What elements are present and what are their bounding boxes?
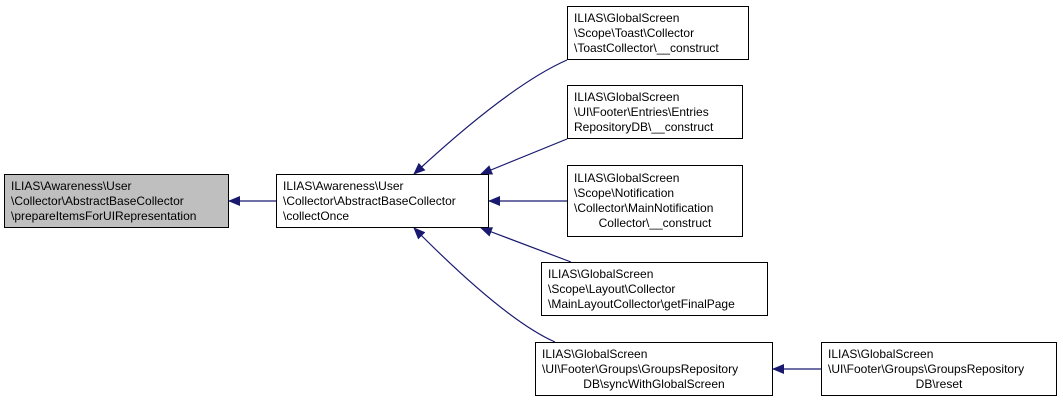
edge-entries-to-collectOnce <box>480 138 568 175</box>
node-line: \collectOnce <box>283 208 350 223</box>
node-entries-repository-db-construct[interactable]: ILIAS\GlobalScreen \UI\Footer\Entries\En… <box>567 85 743 139</box>
node-line: \Collector\AbstractBaseCollector <box>11 193 184 208</box>
node-groups-repository-db-sync-with-global-screen[interactable]: ILIAS\GlobalScreen \UI\Footer\Groups\Gro… <box>535 342 773 396</box>
node-line: ILIAS\GlobalScreen <box>574 171 680 185</box>
node-line: ILIAS\GlobalScreen <box>548 266 654 281</box>
node-line: \UI\Footer\Entries\Entries <box>574 104 709 119</box>
node-line: ILIAS\Awareness\User <box>11 178 132 193</box>
node-line: ILIAS\GlobalScreen <box>574 89 680 104</box>
node-line: ILIAS\Awareness\User <box>283 178 404 193</box>
node-line: \Scope\Layout\Collector <box>548 281 676 296</box>
node-line: ILIAS\GlobalScreen <box>574 10 680 25</box>
node-line: DB\syncWithGlobalScreen <box>583 376 725 391</box>
node-main-notification-collector-construct[interactable]: ILIAS\GlobalScreen \Scope\Notification \… <box>567 165 743 237</box>
node-main-layout-collector-get-final-page[interactable]: ILIAS\GlobalScreen \Scope\Layout\Collect… <box>541 262 768 316</box>
node-line: \Scope\Toast\Collector <box>574 25 695 40</box>
node-line: RepositoryDB\__construct <box>574 119 714 134</box>
node-collect-once[interactable]: ILIAS\Awareness\User \Collector\Abstract… <box>276 174 489 228</box>
node-line: \UI\Footer\Groups\GroupsRepository <box>828 361 1025 376</box>
node-groups-repository-db-reset[interactable]: ILIAS\GlobalScreen \UI\Footer\Groups\Gro… <box>821 342 1057 396</box>
node-line: ILIAS\GlobalScreen <box>542 346 648 361</box>
node-line: \UI\Footer\Groups\GroupsRepository <box>542 361 739 376</box>
node-line: Collector\__construct <box>598 216 712 230</box>
node-line: \prepareItemsForUIRepresentation <box>11 208 197 223</box>
node-line: \Collector\MainNotification <box>574 201 714 215</box>
node-prepare-items-for-ui-representation[interactable]: ILIAS\Awareness\User \Collector\Abstract… <box>4 174 229 228</box>
node-line: DB\reset <box>915 376 963 391</box>
node-line: \MainLayoutCollector\getFinalPage <box>548 296 735 311</box>
node-line: ILIAS\GlobalScreen <box>828 346 934 361</box>
edge-groupsSync-to-collectOnce <box>413 227 556 343</box>
edge-layout-to-collectOnce <box>480 227 572 263</box>
node-line: \Collector\AbstractBaseCollector <box>283 193 456 208</box>
node-toast-collector-construct[interactable]: ILIAS\GlobalScreen \Scope\Toast\Collecto… <box>567 6 749 60</box>
node-line: \Scope\Notification <box>574 186 675 200</box>
edge-toast-to-collectOnce <box>413 59 568 175</box>
node-line: \ToastCollector\__construct <box>574 40 719 55</box>
